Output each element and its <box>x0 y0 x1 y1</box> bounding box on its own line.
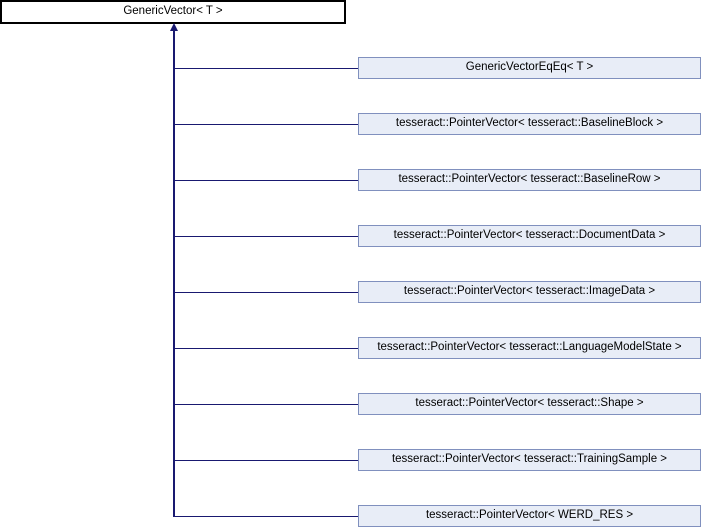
class-node-pointer-vector-werd-res[interactable]: tesseract::PointerVector< WERD_RES > <box>358 505 701 527</box>
class-node-label: tesseract::PointerVector< tesseract::Doc… <box>393 229 666 242</box>
inheritance-edge-horizontal <box>173 123 358 125</box>
class-node-label: tesseract::PointerVector< WERD_RES > <box>425 509 634 522</box>
class-node-label: tesseract::PointerVector< tesseract::Tra… <box>391 453 668 466</box>
inheritance-edge-horizontal <box>173 235 358 237</box>
class-node-pointer-vector-image-data[interactable]: tesseract::PointerVector< tesseract::Ima… <box>358 281 701 303</box>
class-node-pointer-vector-language-model-state[interactable]: tesseract::PointerVector< tesseract::Lan… <box>358 337 701 359</box>
class-node-generic-vector[interactable]: GenericVector< T > <box>0 0 346 24</box>
class-node-pointer-vector-document-data[interactable]: tesseract::PointerVector< tesseract::Doc… <box>358 225 701 247</box>
inheritance-edge-horizontal <box>173 67 358 69</box>
class-node-generic-vector-eqeq[interactable]: GenericVectorEqEq< T > <box>358 57 701 79</box>
class-node-pointer-vector-shape[interactable]: tesseract::PointerVector< tesseract::Sha… <box>358 393 701 415</box>
class-node-label: tesseract::PointerVector< tesseract::Lan… <box>377 341 682 354</box>
inheritance-edge-horizontal <box>173 347 358 349</box>
inheritance-edge-horizontal <box>173 459 358 461</box>
class-node-label: GenericVectorEqEq< T > <box>465 61 594 74</box>
class-node-pointer-vector-training-sample[interactable]: tesseract::PointerVector< tesseract::Tra… <box>358 449 701 471</box>
inheritance-arrowhead <box>169 23 178 31</box>
inheritance-edge-vertical <box>173 30 175 516</box>
class-node-pointer-vector-baseline-row[interactable]: tesseract::PointerVector< tesseract::Bas… <box>358 169 701 191</box>
inheritance-edge-horizontal <box>173 403 358 405</box>
class-node-label: GenericVector< T > <box>123 5 223 18</box>
inheritance-edge-horizontal <box>173 291 358 293</box>
class-node-label: tesseract::PointerVector< tesseract::Bas… <box>398 173 661 186</box>
class-node-label: tesseract::PointerVector< tesseract::Ima… <box>403 285 656 298</box>
inheritance-edge-horizontal <box>173 515 358 517</box>
inheritance-edge-horizontal <box>173 179 358 181</box>
class-node-pointer-vector-baseline-block[interactable]: tesseract::PointerVector< tesseract::Bas… <box>358 113 701 135</box>
class-node-label: tesseract::PointerVector< tesseract::Sha… <box>415 397 644 410</box>
class-node-label: tesseract::PointerVector< tesseract::Bas… <box>395 117 664 130</box>
